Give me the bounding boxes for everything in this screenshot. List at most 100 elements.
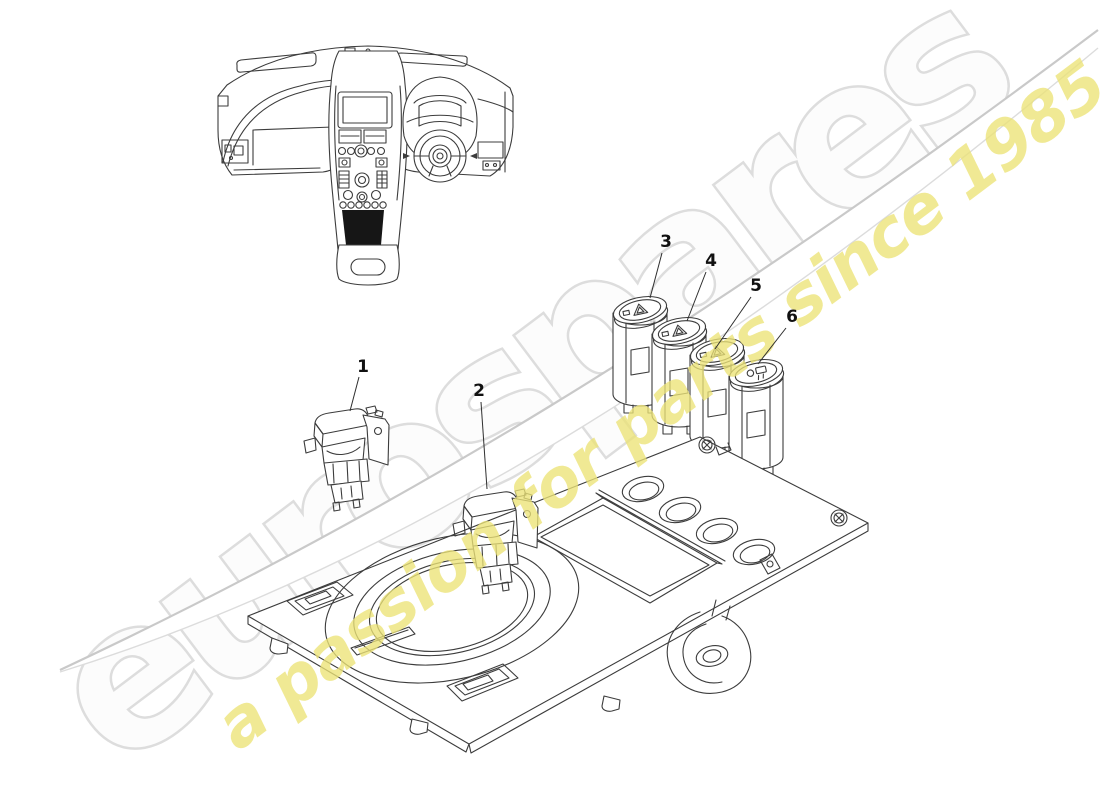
centre-vent-right bbox=[363, 129, 387, 144]
dash-left-crease bbox=[252, 126, 334, 166]
stack-button-1 bbox=[337, 146, 347, 156]
panel-slot-strip bbox=[350, 626, 416, 656]
steering-hub-centre bbox=[436, 152, 444, 160]
callout-number-3: 3 bbox=[660, 232, 672, 252]
left-end-step bbox=[217, 95, 229, 107]
callout-number-4: 4 bbox=[705, 251, 717, 271]
leader-line-2 bbox=[480, 401, 488, 490]
panel-foot-2 bbox=[409, 718, 429, 735]
lower-button-2 bbox=[347, 201, 355, 209]
callout-number-5: 5 bbox=[750, 276, 762, 296]
storage-tray bbox=[532, 497, 718, 604]
lower-button-4 bbox=[363, 201, 371, 209]
part-callout-2[interactable]: 2 bbox=[473, 381, 488, 490]
cowl-hood-lines bbox=[406, 94, 474, 123]
defroster-slot-left bbox=[236, 52, 317, 73]
dash-bottom-line bbox=[233, 167, 321, 171]
cupholder-ring-opening bbox=[375, 562, 529, 652]
stack-dial-centre-inner bbox=[357, 147, 365, 155]
panel-thickness-right bbox=[468, 522, 869, 754]
glovebox-latch-panel bbox=[221, 139, 249, 164]
glovebox-detail-2 bbox=[233, 145, 244, 156]
gear-surround-black bbox=[342, 210, 384, 245]
part-callout-1[interactable]: 1 bbox=[349, 357, 369, 412]
steering-arrow-right bbox=[470, 153, 477, 159]
panel-thickness-left bbox=[247, 615, 470, 753]
swoosh-lower-edge bbox=[59, 47, 1099, 673]
right-panel-knob-1 bbox=[484, 162, 490, 168]
leader-line-6 bbox=[757, 327, 787, 365]
diagram-layer bbox=[217, 45, 869, 754]
stack-square-right bbox=[375, 157, 388, 168]
lower-button-1 bbox=[339, 201, 347, 209]
nav-screen-bezel bbox=[337, 91, 393, 129]
stack-button-3 bbox=[366, 146, 376, 156]
nav-screen bbox=[342, 96, 388, 124]
cupholder-ring-outer bbox=[353, 548, 551, 666]
climate-knob-right bbox=[370, 189, 382, 201]
instrument-binnacle bbox=[418, 100, 462, 127]
heater-grid-right-lines bbox=[376, 170, 388, 189]
console-armrest bbox=[336, 244, 400, 286]
switch-hole-3 bbox=[695, 517, 739, 545]
leader-line-5 bbox=[714, 296, 752, 350]
storage-tray-ridge bbox=[595, 489, 726, 565]
part-callout-6[interactable]: 6 bbox=[757, 307, 798, 365]
panel-notch bbox=[715, 442, 732, 456]
panel-screw-2 bbox=[830, 509, 848, 527]
part-callout-4[interactable]: 4 bbox=[686, 251, 717, 322]
right-panel-knob-2 bbox=[492, 162, 498, 168]
part-callout-3[interactable]: 3 bbox=[649, 232, 672, 299]
stack-square-right-knob bbox=[378, 159, 385, 166]
under-panel-mechanism bbox=[666, 599, 752, 694]
panel-foot-1 bbox=[269, 637, 289, 655]
panel-side-bracket bbox=[759, 553, 781, 575]
steering-arrow-left bbox=[403, 153, 410, 159]
stack-square-left-knob bbox=[341, 159, 348, 166]
part-callout-5[interactable]: 5 bbox=[714, 276, 762, 350]
dash-right-crease bbox=[477, 98, 514, 113]
console-panel-illustration bbox=[247, 436, 869, 754]
climate-knob-mid-inner bbox=[358, 193, 366, 201]
swoosh-upper-edge bbox=[59, 29, 1099, 671]
callout-number-1: 1 bbox=[357, 357, 369, 377]
climate-knob-left bbox=[342, 189, 354, 201]
switch-hole-2 bbox=[658, 496, 702, 524]
climate-knob-centre bbox=[354, 172, 370, 188]
dash-brow-curve-inner bbox=[227, 85, 333, 167]
panel-screw-1 bbox=[698, 436, 716, 454]
stack-button-4 bbox=[376, 146, 386, 156]
storage-tray-inner bbox=[540, 504, 710, 597]
glovebox-detail-1 bbox=[224, 144, 232, 153]
panel-recess-bottom bbox=[446, 663, 519, 702]
lower-button-6 bbox=[379, 201, 387, 209]
centre-vent-left bbox=[338, 129, 362, 144]
panel-recess-left bbox=[286, 581, 354, 616]
callout-number-6: 6 bbox=[786, 307, 798, 327]
callout-layer: 1 2 3 4 5 6 bbox=[349, 232, 798, 490]
switch-hole-1 bbox=[621, 475, 665, 503]
leader-line-1 bbox=[349, 376, 360, 412]
climate-knob-centre-inner bbox=[357, 175, 367, 185]
dash-brow-curve bbox=[222, 79, 335, 163]
climate-knob-mid bbox=[356, 191, 368, 203]
armrest-lid bbox=[350, 258, 386, 276]
leader-line-3 bbox=[649, 252, 663, 299]
heater-grid-left-lines bbox=[338, 174, 350, 184]
lower-button-3 bbox=[355, 201, 363, 209]
glovebox-dot bbox=[228, 155, 234, 161]
steering-spokes bbox=[413, 155, 467, 177]
switch-hole-4 bbox=[732, 538, 776, 566]
steering-hub-mid bbox=[432, 148, 448, 164]
centre-stack-inner-edges bbox=[334, 85, 402, 201]
right-switch-panel bbox=[477, 141, 504, 159]
panel-foot-3 bbox=[601, 695, 621, 712]
stack-square-left bbox=[338, 157, 351, 168]
callout-number-2: 2 bbox=[473, 381, 485, 401]
leader-line-4 bbox=[686, 271, 707, 322]
cupholder-ring-mid bbox=[368, 557, 536, 657]
lower-button-5 bbox=[371, 201, 379, 209]
dashboard-illustration bbox=[217, 45, 514, 286]
